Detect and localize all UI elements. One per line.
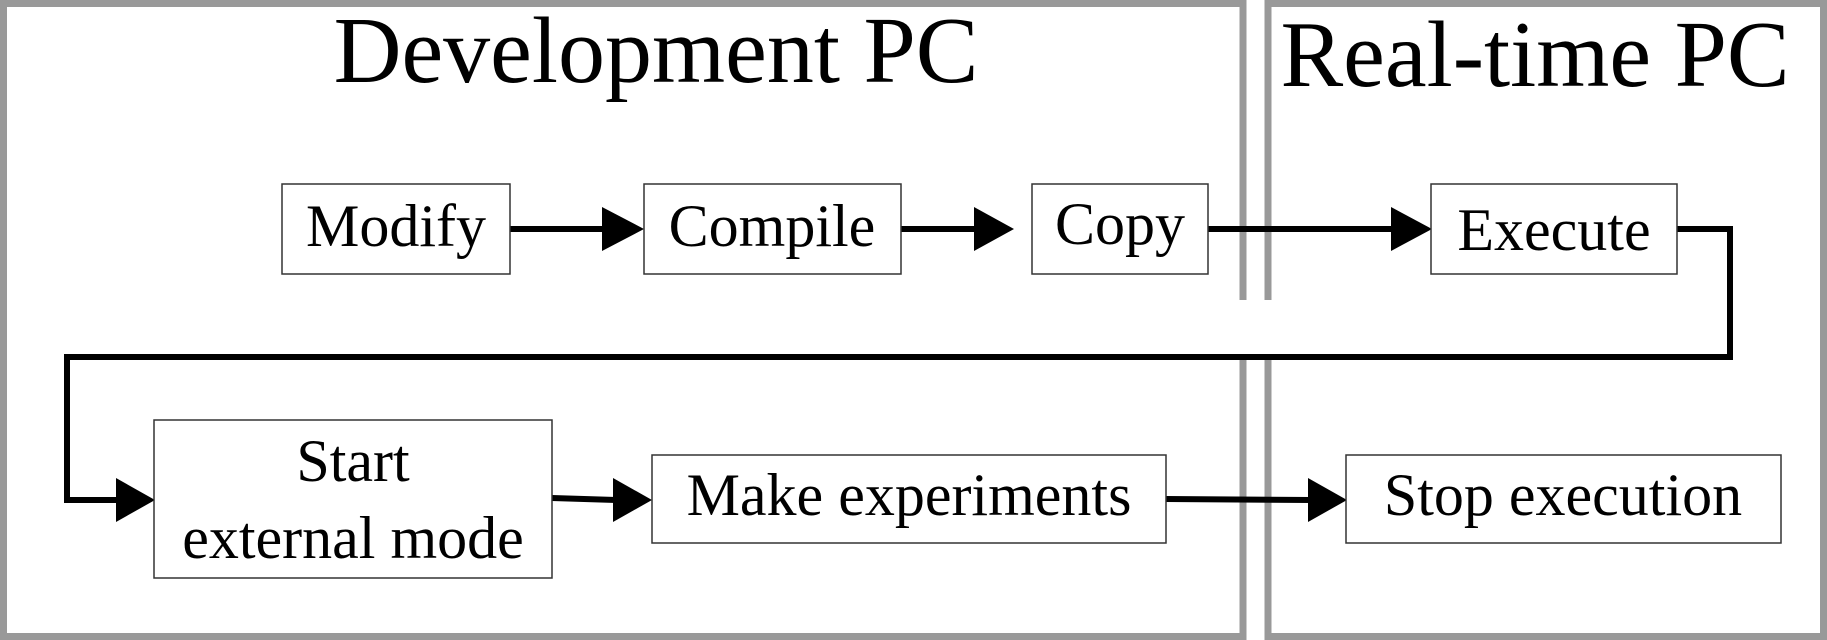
arrowhead-compile-to-copy — [974, 207, 1014, 251]
node-modify-label: Modify — [306, 193, 486, 259]
node-execute: Execute — [1430, 183, 1678, 275]
node-modify: Modify — [281, 183, 511, 275]
development-pc-panel — [0, 0, 1247, 640]
realtime-pc-panel — [1264, 0, 1827, 640]
arrowhead-modify-to-compile — [602, 207, 644, 251]
node-compile: Compile — [643, 183, 902, 275]
node-copy-label: Copy — [1055, 191, 1185, 257]
node-make-experiments-label: Make experiments — [687, 462, 1132, 528]
arrowhead-execute-to-start-external — [116, 478, 155, 522]
node-stop-execution: Stop execution — [1345, 454, 1782, 544]
node-make-experiments: Make experiments — [651, 454, 1167, 544]
arrow-start-to-experiments — [551, 495, 617, 503]
node-start-external-mode: Start external mode — [153, 419, 553, 579]
node-stop-execution-label: Stop execution — [1384, 462, 1742, 528]
arrow-experiments-to-stop — [1165, 496, 1312, 503]
node-execute-label: Execute — [1457, 197, 1650, 263]
arrow-execute-to-start-external — [64, 226, 1733, 503]
arrowhead-start-to-experiments — [613, 478, 652, 522]
node-start-external-label-line2: external mode — [182, 505, 524, 571]
node-start-external-label-line1: Start — [296, 428, 410, 494]
node-copy: Copy — [1031, 183, 1209, 275]
development-pc-title: Development PC — [334, 0, 979, 103]
arrowhead-experiments-to-stop — [1308, 478, 1347, 522]
node-compile-label: Compile — [669, 193, 876, 259]
arrowhead-copy-to-execute — [1391, 207, 1432, 251]
realtime-pc-title: Real-time PC — [1280, 3, 1789, 107]
